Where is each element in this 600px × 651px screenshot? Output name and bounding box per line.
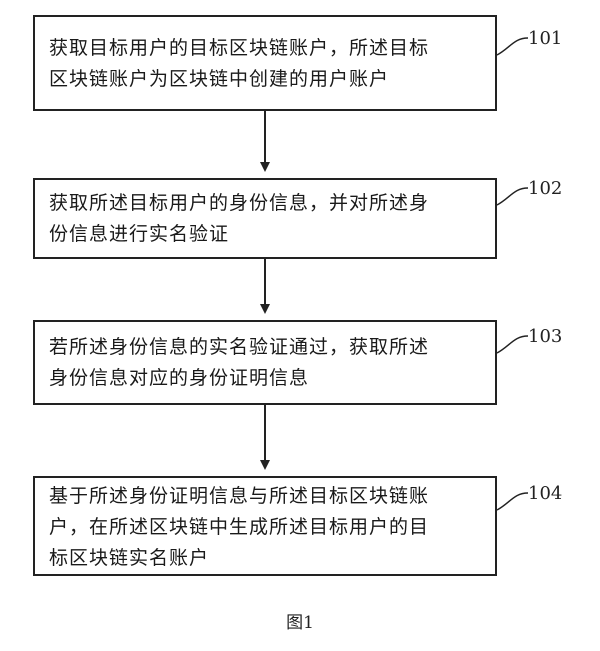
leader-102 bbox=[496, 187, 529, 206]
leader-103 bbox=[496, 335, 529, 354]
step-101-line-2: 区块链账户为区块链中创建的用户账户 bbox=[49, 68, 390, 90]
step-104-line-2: 户，在所述区块链中生成所述目标用户的目 bbox=[49, 516, 430, 538]
step-box-102: 获取所述目标用户的身份信息，并对所述身 份信息进行实名验证 bbox=[33, 178, 497, 259]
step-label-102: 102 bbox=[528, 178, 563, 199]
step-104-line-1: 基于所述身份证明信息与所述目标区块链账 bbox=[49, 485, 430, 507]
leader-101 bbox=[496, 37, 529, 56]
figure-caption: 图1 bbox=[286, 613, 314, 633]
step-label-103: 103 bbox=[528, 326, 563, 347]
step-box-104: 基于所述身份证明信息与所述目标区块链账 户，在所述区块链中生成所述目标用户的目 … bbox=[33, 476, 497, 576]
step-box-101: 获取目标用户的目标区块链账户，所述目标 区块链账户为区块链中创建的用户账户 bbox=[33, 15, 497, 111]
step-102-line-2: 份信息进行实名验证 bbox=[49, 223, 230, 245]
step-box-103: 若所述身份信息的实名验证通过，获取所述 身份信息对应的身份证明信息 bbox=[33, 320, 497, 405]
leader-104 bbox=[496, 492, 529, 511]
step-104-line-3: 标区块链实名账户 bbox=[49, 547, 210, 569]
step-label-104: 104 bbox=[528, 483, 563, 504]
step-label-101: 101 bbox=[528, 28, 563, 49]
step-102-line-1: 获取所述目标用户的身份信息，并对所述身 bbox=[49, 192, 430, 214]
step-103-line-1: 若所述身份信息的实名验证通过，获取所述 bbox=[49, 336, 430, 358]
step-text-101: 获取目标用户的目标区块链账户，所述目标 区块链账户为区块链中创建的用户账户 bbox=[49, 33, 485, 95]
step-103-line-2: 身份信息对应的身份证明信息 bbox=[49, 367, 310, 389]
step-text-103: 若所述身份信息的实名验证通过，获取所述 身份信息对应的身份证明信息 bbox=[49, 332, 485, 394]
step-text-104: 基于所述身份证明信息与所述目标区块链账 户，在所述区块链中生成所述目标用户的目 … bbox=[49, 481, 485, 574]
step-text-102: 获取所述目标用户的身份信息，并对所述身 份信息进行实名验证 bbox=[49, 188, 485, 250]
step-101-line-1: 获取目标用户的目标区块链账户，所述目标 bbox=[49, 37, 430, 59]
